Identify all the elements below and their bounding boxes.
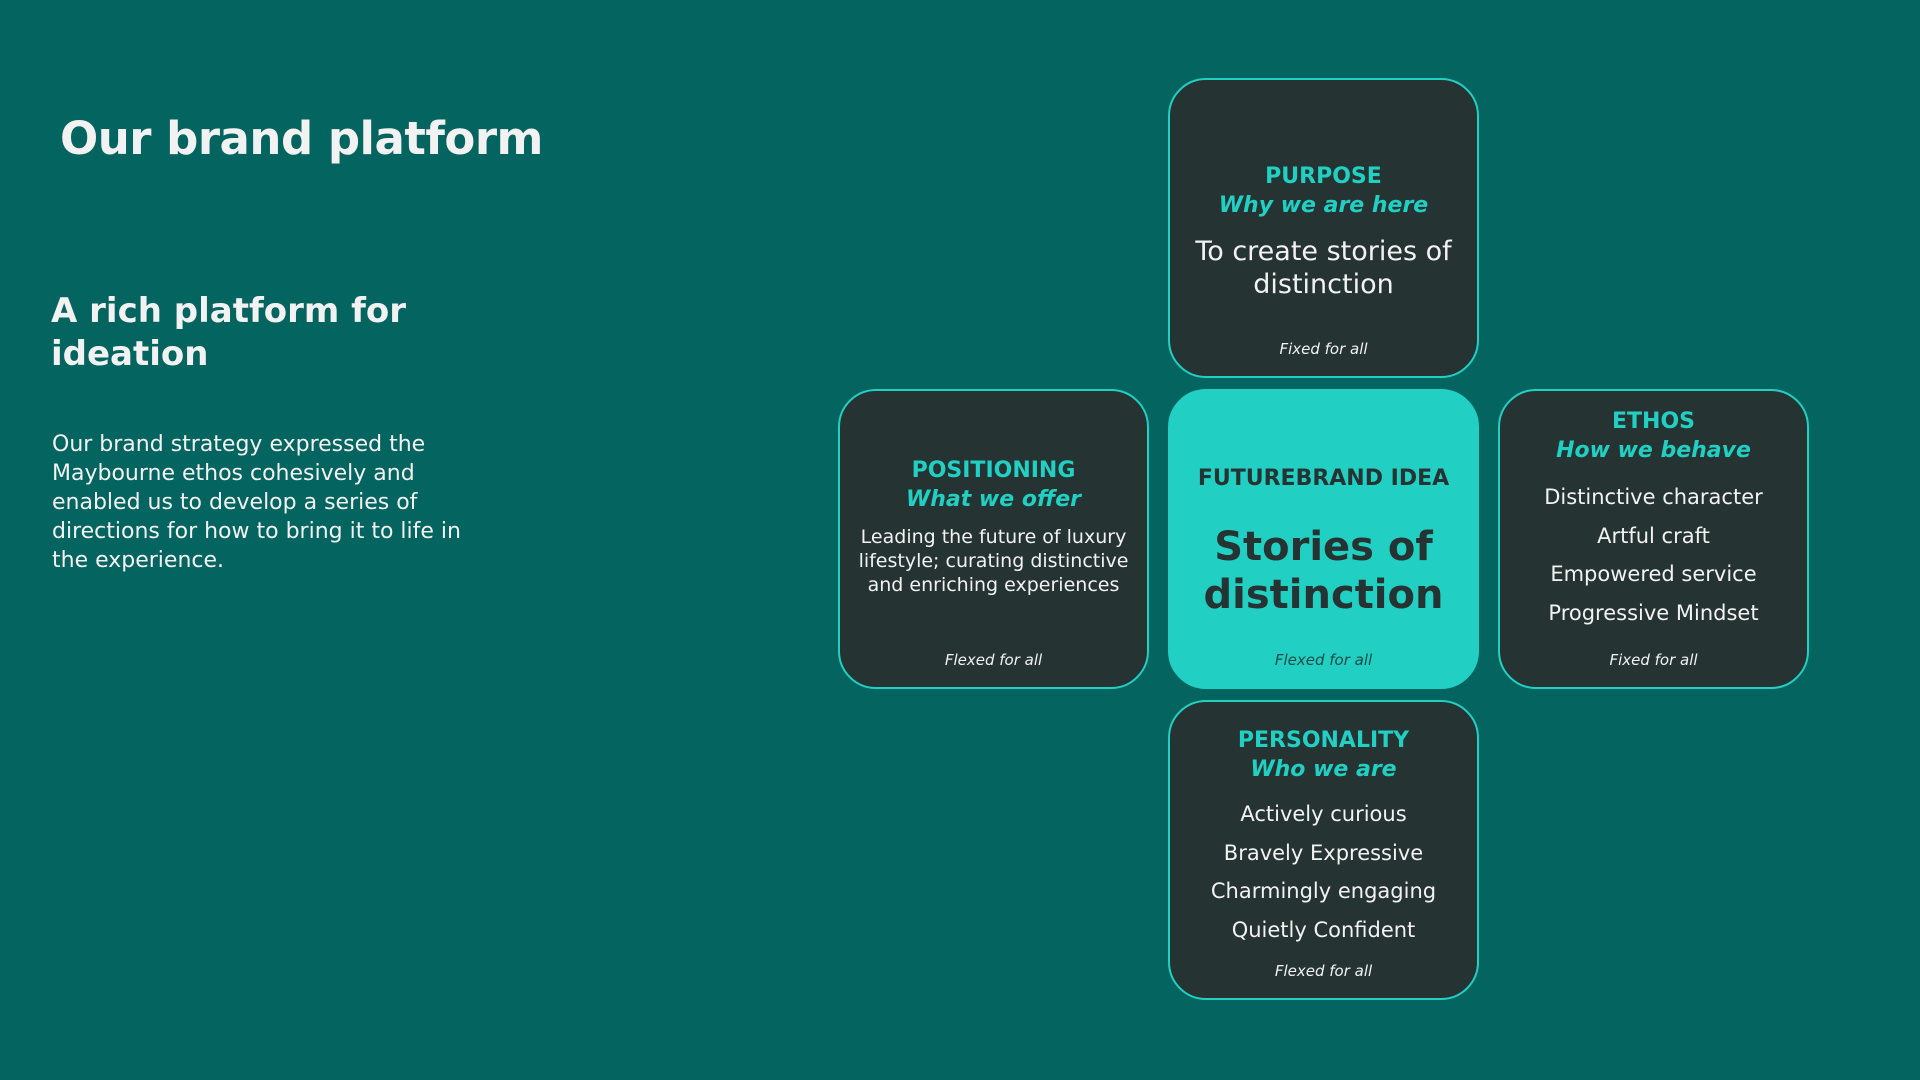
positioning-statement: Leading the future of luxury lifestyle; … xyxy=(858,526,1129,596)
personality-item: Quietly Confident xyxy=(1231,917,1416,942)
personality-item: Bravely Expressive xyxy=(1223,840,1424,865)
positioning-subheading: What we offer xyxy=(905,487,1082,512)
purpose-subheading: Why we are here xyxy=(1218,193,1429,218)
purpose-heading: PURPOSE xyxy=(1265,164,1382,189)
idea-heading: FUTUREBRAND IDEA xyxy=(1197,466,1450,491)
purpose-statement: To create stories of distinction xyxy=(1195,236,1452,300)
positioning-heading: POSITIONING xyxy=(911,458,1076,483)
ethos-list: Distinctive character Artful craft Empow… xyxy=(1500,478,1807,632)
ethos-subheading: How we behave xyxy=(1556,438,1751,463)
purpose-card: PURPOSE Why we are here To create storie… xyxy=(1168,78,1479,378)
ethos-item: Distinctive character xyxy=(1544,485,1763,509)
personality-heading: PERSONALITY xyxy=(1237,728,1410,753)
page-body-text: Our brand strategy expressed the Maybour… xyxy=(52,432,461,573)
idea-statement: Stories of distinction xyxy=(1203,524,1444,618)
ethos-card: ETHOS How we behave Distinctive characte… xyxy=(1498,389,1809,689)
page-title: Our brand platform xyxy=(60,112,543,165)
personality-footer: Flexed for all xyxy=(1274,962,1373,980)
personality-list: Actively curious Bravely Expressive Char… xyxy=(1170,795,1477,949)
personality-item: Charmingly engaging xyxy=(1210,879,1437,903)
purpose-footer: Fixed for all xyxy=(1279,340,1368,358)
page-subtitle: A rich platform for ideation xyxy=(51,291,407,374)
ethos-footer: Fixed for all xyxy=(1609,651,1698,669)
ethos-item: Empowered service xyxy=(1550,562,1757,586)
personality-card: PERSONALITY Who we are Actively curious … xyxy=(1168,700,1479,1000)
idea-footer: Flexed for all xyxy=(1274,651,1373,669)
positioning-footer: Flexed for all xyxy=(944,651,1043,669)
futurebrand-idea-card: FUTUREBRAND IDEA Stories of distinction … xyxy=(1168,389,1479,689)
personality-subheading: Who we are xyxy=(1250,757,1397,782)
personality-item: Actively curious xyxy=(1240,802,1407,826)
ethos-item: Artful craft xyxy=(1597,523,1710,548)
ethos-heading: ETHOS xyxy=(1612,409,1695,434)
positioning-card: POSITIONING What we offer Leading the fu… xyxy=(838,389,1149,689)
ethos-item: Progressive Mindset xyxy=(1548,600,1759,625)
